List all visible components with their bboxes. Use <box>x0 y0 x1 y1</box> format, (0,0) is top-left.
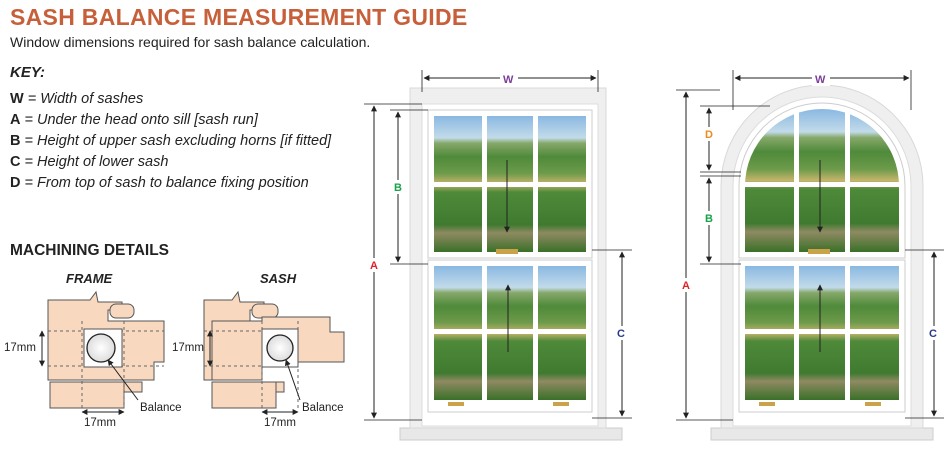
sash-vertical-dimension: 17mm <box>172 342 204 354</box>
key-text: = Height of upper sash excluding horns [… <box>20 133 332 149</box>
window2-upper-glazing-bars <box>745 110 899 252</box>
window1-sash-lift <box>553 402 569 406</box>
window1-a-label-bg <box>368 258 380 272</box>
frame-bead <box>109 303 135 319</box>
frame-vertical-dimension: 17mm <box>4 342 36 354</box>
machining-heading: MACHINING DETAILS <box>10 242 170 259</box>
sash-lower-step <box>275 381 285 393</box>
window1-c-label-bg <box>615 326 629 340</box>
window2-sash-lock <box>808 249 830 254</box>
window2-c-label-bg <box>927 326 941 340</box>
page-subtitle: Window dimensions required for sash bala… <box>10 34 371 50</box>
key-item-a: A = Under the head onto sill [sash run] <box>10 110 331 131</box>
sash-callout: Balance <box>302 402 344 414</box>
frame-section: FRAME 17mm 17mm Balance <box>4 271 182 429</box>
window1-a-label: A <box>370 260 378 272</box>
sash-callout-leader <box>284 359 301 401</box>
sash-lower-timber <box>211 381 277 409</box>
window1-lower-glazing-bars <box>434 266 586 400</box>
sash-balance-pulley <box>266 334 294 362</box>
window1-w-label-bg <box>500 70 518 86</box>
window2-sill <box>710 427 934 441</box>
sash-horizontal-dimension: 17mm <box>264 417 296 429</box>
window1-sill <box>399 427 623 441</box>
window1-w-label: W <box>503 74 514 86</box>
key-item-c: C = Height of lower sash <box>10 152 331 173</box>
sash-label: SASH <box>260 271 297 286</box>
window1-sash-lock <box>496 249 518 254</box>
frame-callout: Balance <box>140 402 182 414</box>
key-text: = From top of sash to balance fixing pos… <box>20 175 309 191</box>
key-list: W = Width of sashes A = Under the head o… <box>10 89 331 194</box>
key-letter: W <box>10 91 24 107</box>
key-letter: D <box>10 175 21 191</box>
key-letter: B <box>10 133 21 149</box>
sash-section: SASH 17mm 17mm Balance <box>172 271 345 429</box>
key-text: = Under the head onto sill [sash run] <box>20 112 258 128</box>
window2-upper-glass <box>745 109 899 252</box>
key-letter: C <box>10 154 21 170</box>
rectangular-window: W A B C <box>364 70 632 441</box>
window2-a-label-bg <box>680 278 692 292</box>
key-heading: KEY: <box>10 64 46 81</box>
key-letter: A <box>10 112 21 128</box>
window2-b-label-bg <box>703 211 715 225</box>
frame-horizontal-dimension: 17mm <box>84 417 116 429</box>
window1-c-label: C <box>617 328 625 340</box>
frame-label: FRAME <box>66 271 113 286</box>
sash-bead <box>251 303 279 319</box>
key-item-d: D = From top of sash to balance fixing p… <box>10 173 331 194</box>
key-text: = Height of lower sash <box>20 154 169 170</box>
window2-a-label: A <box>682 280 690 292</box>
frame-lower-timber <box>49 381 125 409</box>
window2-sash-lift <box>759 402 775 406</box>
frame-callout-leader <box>107 359 139 401</box>
window1-b-label: B <box>394 182 402 194</box>
key-item-w: W = Width of sashes <box>10 89 331 110</box>
window2-c-label: C <box>929 328 937 340</box>
window1-sash-lift <box>448 402 464 406</box>
key-item-b: B = Height of upper sash excluding horns… <box>10 131 331 152</box>
window1-upper-glazing-bars <box>434 116 586 252</box>
window2-w-label: W <box>815 74 826 86</box>
key-text: = Width of sashes <box>23 91 144 107</box>
window1-b-label-bg <box>392 180 404 194</box>
arched-window: W A D B C <box>676 70 944 441</box>
window2-lower-glazing-bars <box>745 266 899 400</box>
window2-sash-lift <box>865 402 881 406</box>
window2-d-label: D <box>705 129 713 141</box>
window2-b-label: B <box>705 213 713 225</box>
page-title: SASH BALANCE MEASUREMENT GUIDE <box>10 4 468 30</box>
window2-d-label-bg <box>703 127 715 141</box>
window2-w-label-bg <box>812 70 830 86</box>
frame-lower-step <box>123 381 143 393</box>
frame-balance-pulley <box>86 333 116 363</box>
